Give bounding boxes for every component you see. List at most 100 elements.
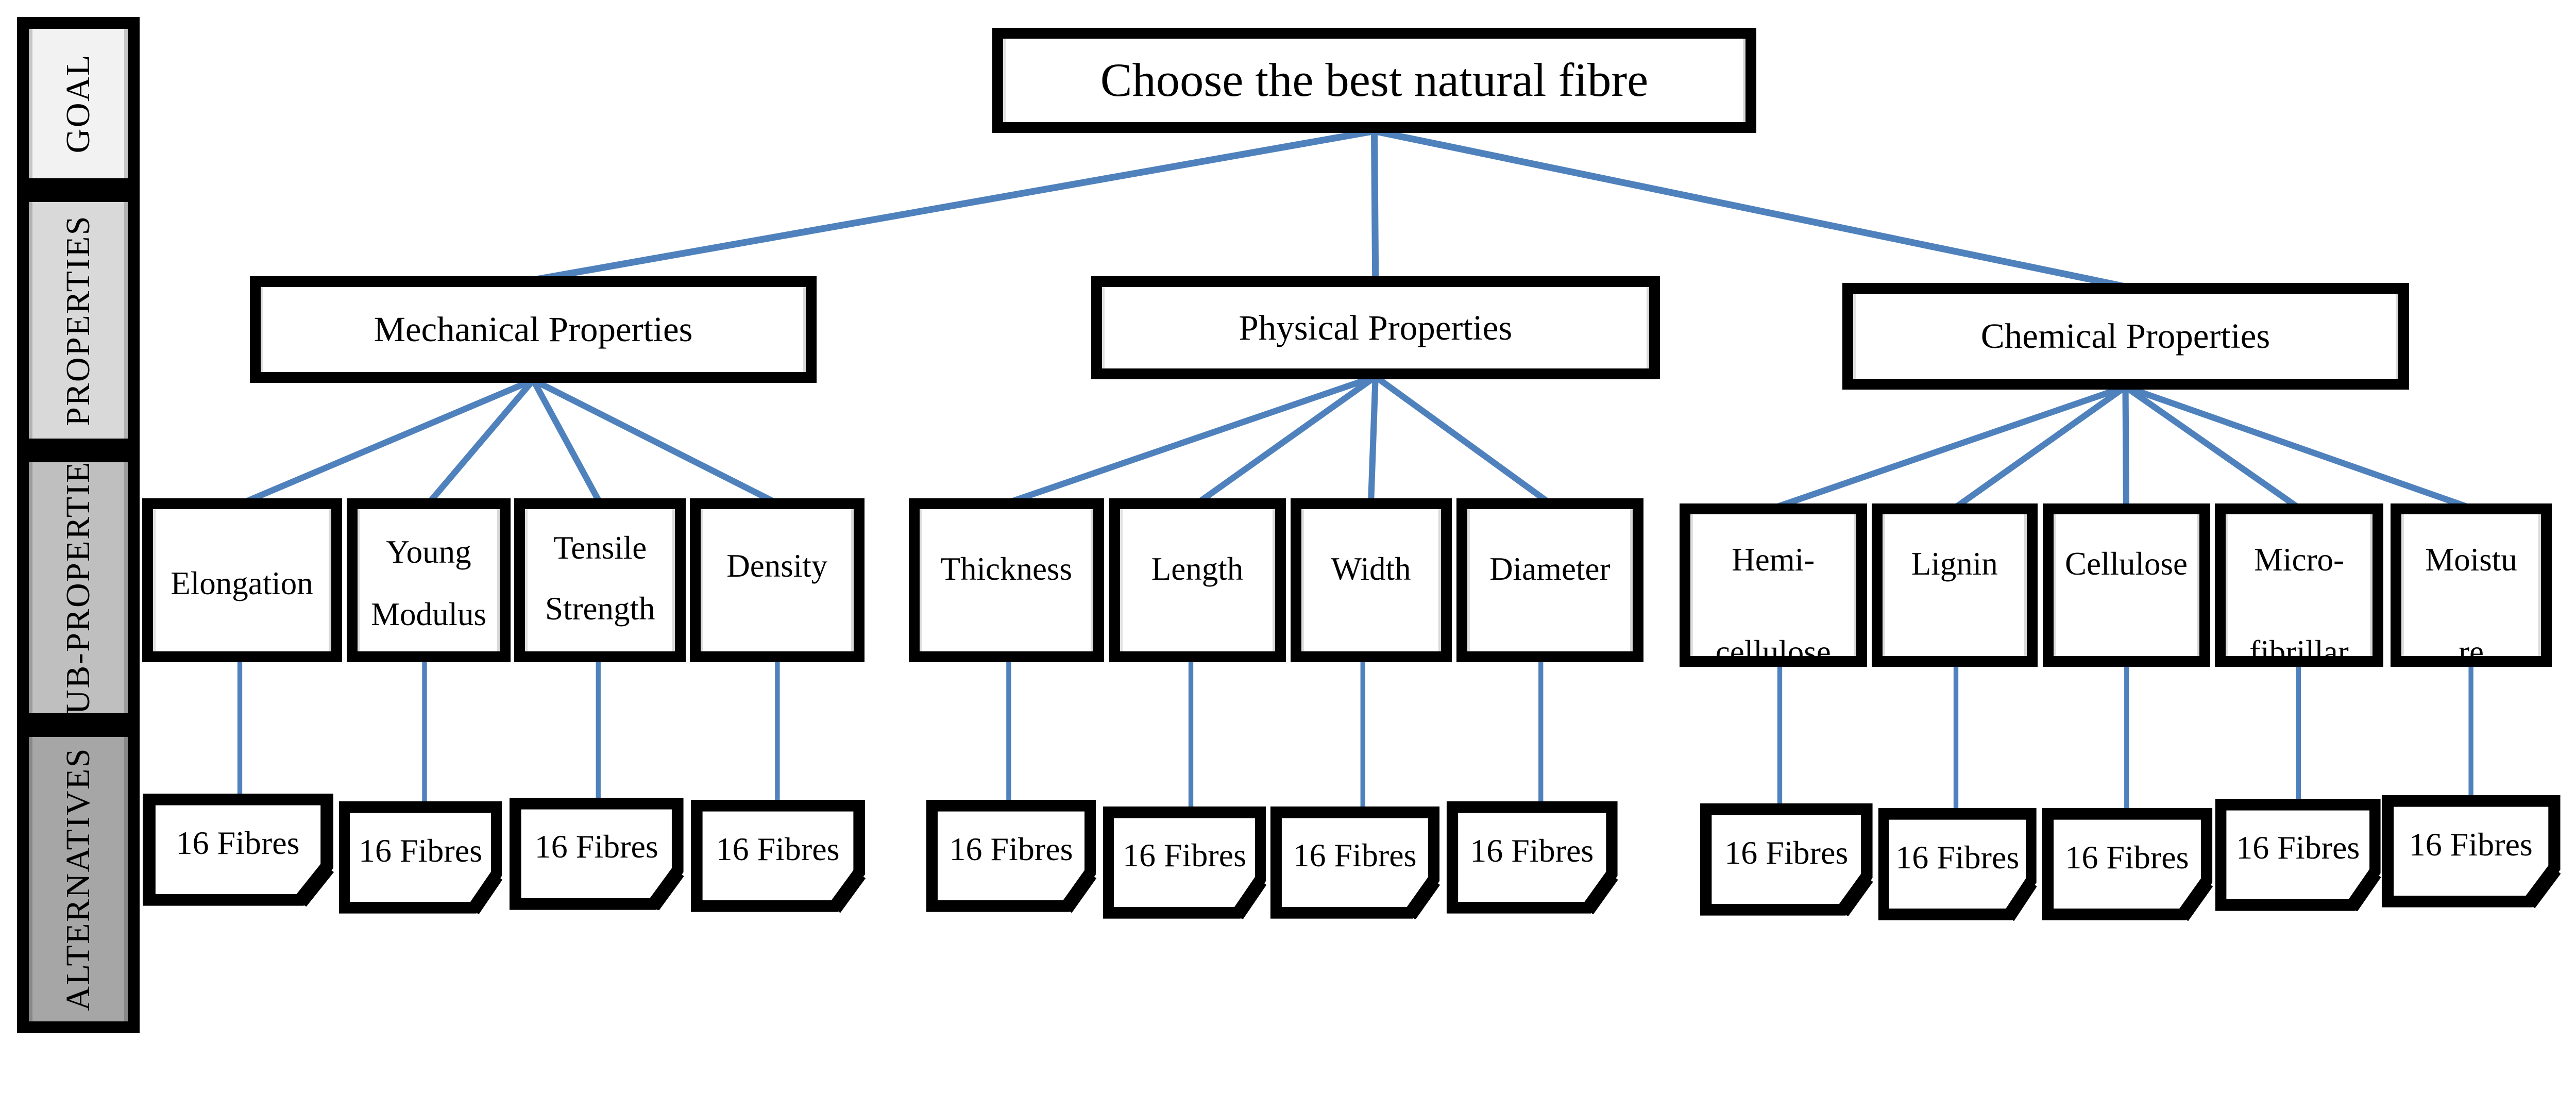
sidebar-level-properties: PROPERTIES <box>16 190 140 450</box>
sidebar-level-goal: GOAL <box>16 16 140 191</box>
alternatives-box-16-fibres: 16 Fibres <box>1446 801 1618 914</box>
sub-property-label: Hemi- <box>1732 541 1815 578</box>
ahp-hierarchy-diagram: GOAL PROPERTIES SUB-PROPERTIES ALTERNATI… <box>16 16 2561 1033</box>
sub-property-box-hemi-cellulose: Hemi-cellulose <box>1680 503 1867 667</box>
connector-line <box>530 378 603 505</box>
connector-lines <box>237 127 2473 816</box>
sub-property-label: Width <box>1331 550 1411 587</box>
sub-property-label: Thickness <box>940 550 1072 587</box>
alternatives-box-16-fibres: 16 Fibres <box>2042 808 2213 921</box>
sub-property-label: Strength <box>545 591 655 627</box>
connector-line <box>1374 127 2126 290</box>
sidebar-level-label: PROPERTIES <box>59 214 97 426</box>
alternatives-label: 16 Fibres <box>1123 837 1246 874</box>
sidebar-level-label: GOAL <box>59 54 97 154</box>
sub-property-label: Lignin <box>1911 545 1998 582</box>
alternatives-label: 16 Fibres <box>534 828 658 865</box>
connector-line <box>2122 387 2130 509</box>
alternatives-box-16-fibres: 16 Fibres <box>338 801 502 914</box>
alternatives-box-16-fibres: 16 Fibres <box>509 797 684 911</box>
sub-property-label: Moistu <box>2425 541 2517 578</box>
folded-corner-shape <box>2042 808 2213 921</box>
sidebar-level-alternatives: ALTERNATIVES <box>16 725 140 1033</box>
alternatives-label: 16 Fibres <box>1895 838 2020 876</box>
connector-line <box>1195 374 1378 506</box>
alternatives-label: 16 Fibres <box>1724 834 1849 871</box>
folded-corner-shape <box>690 800 866 913</box>
sub-property-box-elongation: Elongation <box>142 498 342 662</box>
sub-property-label: Young <box>386 533 471 570</box>
folded-corner-shape <box>509 797 684 911</box>
sub-property-label: Elongation <box>171 565 313 601</box>
sub-property-label: cellulose <box>1715 633 1831 667</box>
sub-property-label: Diameter <box>1489 550 1611 587</box>
alternatives-label: 16 Fibres <box>949 831 1073 868</box>
sub-property-label: re <box>2459 633 2484 667</box>
sub-property-box-cellulose: Cellulose <box>2042 503 2210 667</box>
sub-property-label: Micro- <box>2254 541 2344 578</box>
folded-corner-shape <box>1878 808 2037 921</box>
property-box-chemical: Chemical Properties <box>1842 282 2409 390</box>
alternatives-label: 16 Fibres <box>1293 837 1417 874</box>
sub-property-box-length: Length <box>1109 498 1286 662</box>
property-label: Chemical Properties <box>1980 316 2270 356</box>
folded-corner-shape <box>338 801 502 914</box>
alternatives-label: 16 Fibres <box>2236 829 2360 866</box>
sub-property-box-lignin: Lignin <box>1871 503 2038 667</box>
connector-line <box>532 127 1375 283</box>
alternatives-box-16-fibres: 16 Fibres <box>2215 798 2381 912</box>
connector-line <box>1953 384 2128 511</box>
sub-property-box-thickness: Thickness <box>908 498 1104 662</box>
sub-property-box-moistu-re: Moistu re <box>2391 503 2552 667</box>
sidebar-level-label: SUB-PROPERTIES <box>59 441 97 735</box>
connector-line <box>1367 376 1379 503</box>
folded-corner-shape <box>1446 801 1618 914</box>
folded-corner-shape <box>1700 803 1873 916</box>
alternatives-box-16-fibres: 16 Fibres <box>1878 808 2037 921</box>
alternatives-label: 16 Fibres <box>2409 826 2533 863</box>
sub-property-box-density: Density <box>689 498 865 662</box>
connector-line <box>1370 131 1379 280</box>
sub-property-label: fibrillar <box>2249 633 2349 667</box>
folded-corner-shape <box>1103 806 1266 919</box>
sub-property-box-micro-fibrillar: Micro-fibrillar <box>2215 503 2383 667</box>
connector-line <box>2124 383 2472 511</box>
property-label: Mechanical Properties <box>374 309 693 349</box>
alternatives-label: 16 Fibres <box>1470 832 1594 869</box>
folded-corner-shape <box>926 800 1096 913</box>
connector-line <box>1374 374 1552 506</box>
connector-line <box>241 377 535 507</box>
alternatives-box-16-fibres: 16 Fibres <box>926 799 1096 913</box>
alternatives-label: 16 Fibres <box>359 832 482 869</box>
sidebar-level-label: ALTERNATIVES <box>59 747 97 1011</box>
sub-property-label: Modulus <box>370 596 487 633</box>
goal-box: Choose the best natural fibre <box>992 28 1756 133</box>
alternatives-box-16-fibres: 16 Fibres <box>1270 806 1440 919</box>
sub-property-label: Density <box>726 548 828 584</box>
property-box-mechanical: Mechanical Properties <box>250 276 817 383</box>
alternatives-box-16-fibres: 16 Fibres <box>1103 806 1266 919</box>
connector-line <box>1772 383 2127 511</box>
sidebar-level-sub-properties: SUB-PROPERTIES <box>16 441 140 734</box>
alternatives-label: 16 Fibres <box>2065 838 2189 876</box>
goal-title: Choose the best natural fibre <box>1100 54 1649 107</box>
connector-line <box>426 378 536 506</box>
sub-property-box-width: Width <box>1290 498 1452 662</box>
alternatives-label: 16 Fibres <box>176 824 300 861</box>
alternatives-box-16-fibres: 16 Fibres <box>142 793 334 906</box>
property-box-physical: Physical Properties <box>1091 276 1660 380</box>
folded-corner-shape <box>2215 798 2381 912</box>
alternatives-box-16-fibres: 16 Fibres <box>690 799 866 913</box>
property-label: Physical Properties <box>1239 308 1513 347</box>
alternatives-box-16-fibres: 16 Fibres <box>1700 803 1873 916</box>
connector-line <box>532 377 778 506</box>
sub-property-label: Tensile <box>553 529 647 566</box>
connector-line <box>2124 384 2301 511</box>
folded-corner-shape <box>1270 806 1440 919</box>
sub-property-label: Cellulose <box>2065 545 2188 582</box>
alternatives-box-16-fibres: 16 Fibres <box>2381 795 2561 908</box>
connector-line <box>1005 374 1377 507</box>
sub-property-label: Length <box>1151 550 1244 587</box>
